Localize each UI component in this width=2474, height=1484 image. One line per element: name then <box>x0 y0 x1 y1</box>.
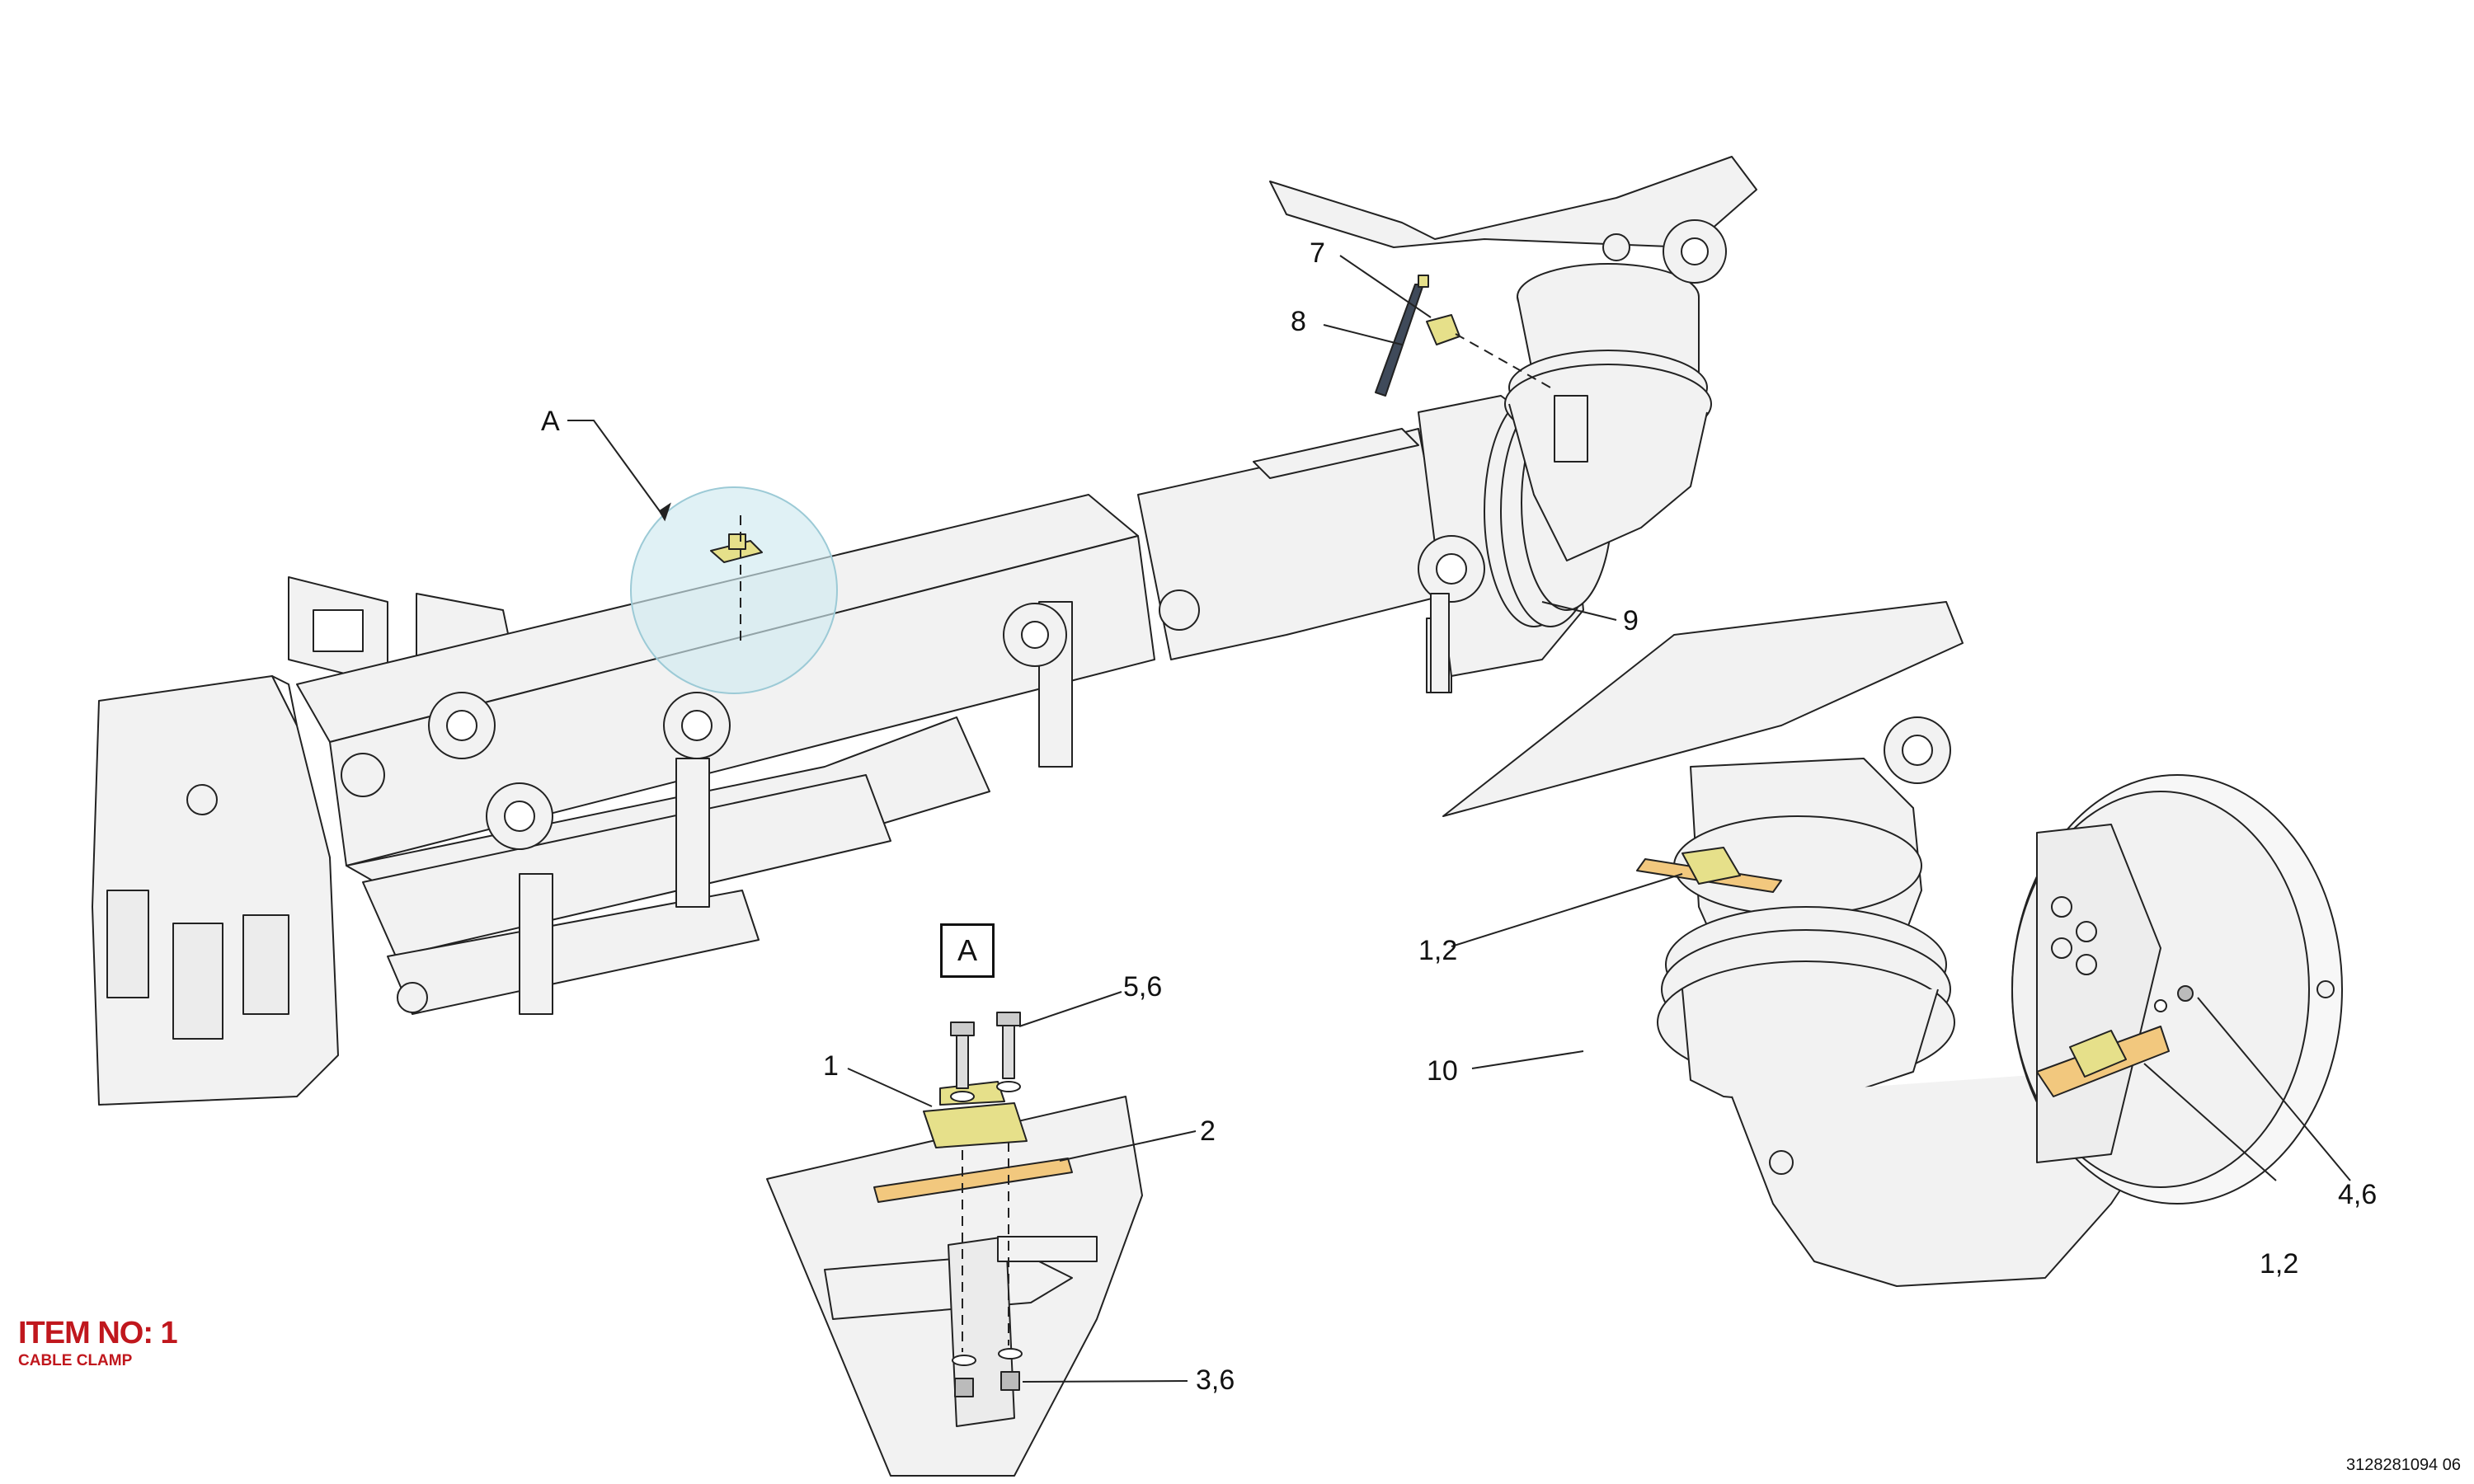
nut-3-6-right <box>1000 1371 1020 1391</box>
clamp-7 <box>1426 314 1460 345</box>
detail-clamp-1 <box>923 1102 1028 1148</box>
nut-3-6-left <box>954 1378 974 1397</box>
detail-a-label: A <box>940 923 995 978</box>
boom-assembly <box>92 395 1613 1106</box>
item-description: CABLE CLAMP <box>18 1352 133 1369</box>
callout-2: 2 <box>1200 1115 1216 1147</box>
document-id: 3128281094 06 <box>2345 1456 2461 1474</box>
callout-5-6: 5,6 <box>1123 971 1163 1003</box>
detail-a-highlight <box>630 486 838 694</box>
callout-1-2-left: 1,2 <box>1418 935 1458 966</box>
detail-strip-2 <box>873 1158 1073 1203</box>
bolt-5-6-right <box>1002 1020 1015 1079</box>
callout-9: 9 <box>1623 605 1639 636</box>
callout-4-6: 4,6 <box>2338 1179 2378 1210</box>
clamp-1-2-right <box>2069 1030 2127 1078</box>
rotator-detail <box>1442 601 2343 1287</box>
callout-1-2-right: 1,2 <box>2260 1248 2299 1280</box>
jib-assembly <box>1269 156 1757 561</box>
leader-lines <box>567 255 2351 1383</box>
callout-a: A <box>541 406 560 437</box>
callout-3-6: 3,6 <box>1196 1364 1235 1396</box>
callout-8: 8 <box>1291 306 1306 337</box>
detail-a-inset <box>766 1096 1143 1477</box>
callout-10: 10 <box>1427 1055 1458 1087</box>
callout-7: 7 <box>1310 237 1325 269</box>
bolt-5-6-left <box>956 1030 969 1089</box>
item-number: ITEM NO: 1 <box>18 1316 178 1350</box>
callout-1: 1 <box>823 1050 839 1082</box>
fastener-4-6 <box>2177 985 2194 1002</box>
clamp-1-2-left <box>1681 847 1741 885</box>
